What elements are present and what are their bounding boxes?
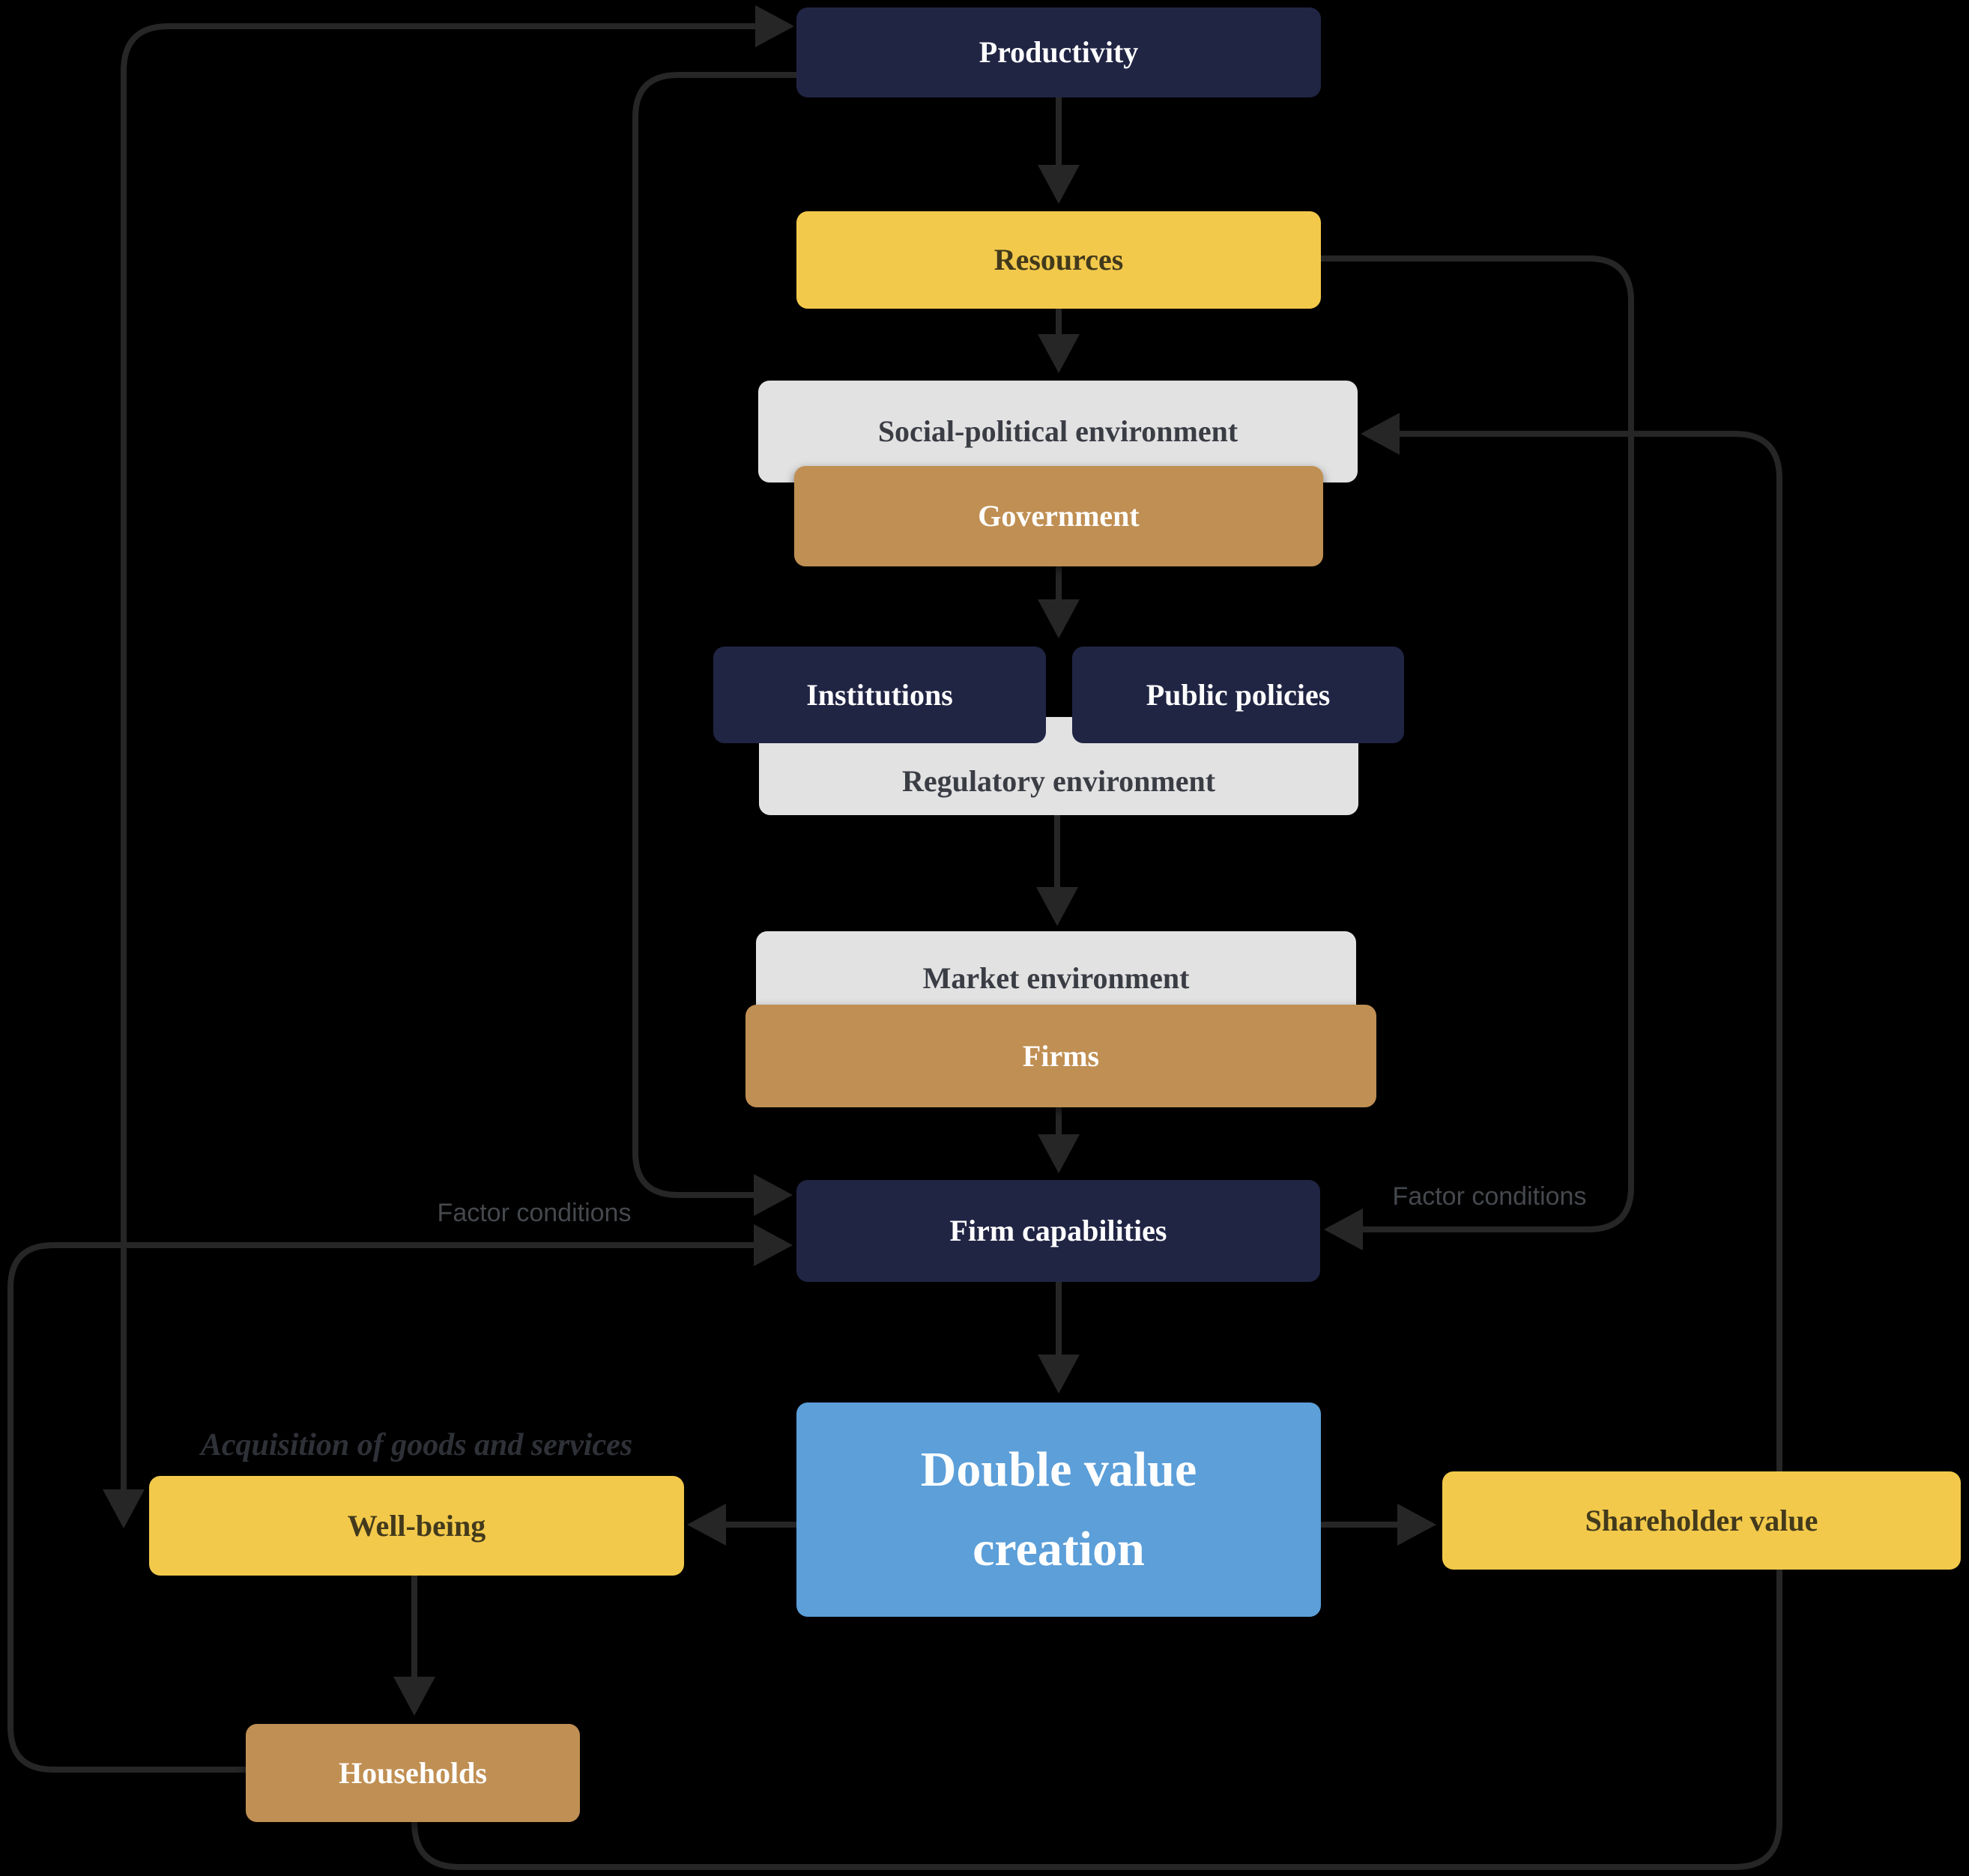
node-firm-capabilities: Firm capabilities <box>796 1180 1320 1282</box>
node-shareholder-value: Shareholder value <box>1442 1471 1961 1570</box>
label-factor-conditions-left: Factor conditions <box>437 1199 632 1227</box>
node-label: Well-being <box>347 1508 486 1543</box>
node-label: Double value creation <box>920 1442 1197 1576</box>
node-label: Firm capabilities <box>949 1214 1167 1247</box>
node-label: Firms <box>1022 1038 1100 1073</box>
node-households: Households <box>246 1724 580 1822</box>
node-label: Market environment <box>922 960 1190 995</box>
node-label: Households <box>339 1755 487 1790</box>
node-label: Social-political environment <box>877 414 1238 448</box>
edge-households-firm-capabilities <box>7 1224 793 1773</box>
node-well-being: Well-being <box>149 1476 684 1576</box>
edge-wellbeing-productivity <box>103 5 794 1528</box>
node-label: Productivity <box>979 35 1139 69</box>
node-resources: Resources <box>796 211 1321 309</box>
node-double-value-creation: Double value creation <box>796 1403 1321 1617</box>
node-productivity: Productivity <box>796 7 1321 97</box>
node-institutions: Institutions <box>713 647 1046 743</box>
node-label: Regulatory environment <box>901 764 1216 798</box>
node-public-policies: Public policies <box>1072 647 1404 743</box>
label-factor-conditions-right: Factor conditions <box>1392 1182 1587 1211</box>
node-government: Government <box>794 466 1323 566</box>
node-social-political-environment: Social-political environment <box>758 381 1358 482</box>
edge-resources-firm-capabilities <box>1321 255 1634 1250</box>
edge-productivity-firm-capabilities <box>632 72 796 1216</box>
edge-households-social-political <box>411 413 1782 1870</box>
node-firms: Firms <box>745 1005 1376 1107</box>
node-label: Government <box>978 499 1140 533</box>
label-acquisition-of-goods-and-services: Acquisition of goods and services <box>200 1428 633 1462</box>
node-label: Public policies <box>1146 677 1331 712</box>
node-label: Resources <box>993 243 1124 276</box>
node-label: Shareholder value <box>1585 1503 1818 1537</box>
node-label: Institutions <box>806 677 953 712</box>
